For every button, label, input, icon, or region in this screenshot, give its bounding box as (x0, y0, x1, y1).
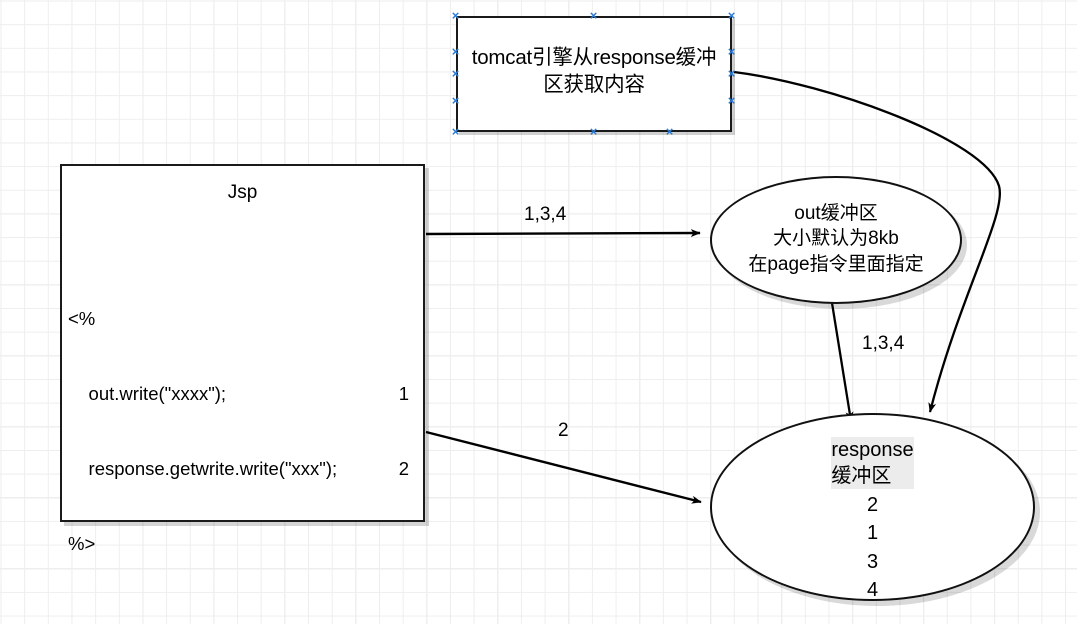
selection-handle-icon[interactable] (588, 10, 599, 21)
response-number: 3 (866, 550, 879, 573)
response-number: 2 (866, 494, 879, 516)
selection-handle-icon[interactable] (726, 46, 737, 57)
code-num: 2 (398, 458, 409, 479)
response-number: 1 (866, 522, 879, 545)
response-buffer-numbers: 2 1 3 4 (831, 491, 913, 605)
selection-handle-icon[interactable] (664, 126, 675, 137)
selection-handle-icon[interactable] (588, 126, 599, 137)
edge-label-jsp-to-out: 1,3,4 (524, 204, 567, 225)
code-line: response.getwrite.write("xxx"); 2 (68, 456, 415, 481)
code-text: <% (68, 308, 96, 329)
response-buffer-ellipse[interactable]: response 缓冲区 2 1 3 4 (710, 413, 1035, 601)
response-buffer-title: response 缓冲区 (831, 437, 914, 489)
out-buffer-line2: 大小默认为8kb (773, 228, 899, 250)
edge-label-out-to-response: 1,3,4 (862, 333, 905, 354)
jsp-box[interactable]: Jsp <% out.write("xxxx"); 1 response.get… (60, 164, 425, 554)
selection-handle-icon[interactable] (726, 10, 737, 21)
selection-handle-icon[interactable] (450, 126, 461, 137)
out-buffer-line1: out缓冲区 (794, 203, 878, 225)
out-buffer-ellipse[interactable]: out缓冲区 大小默认为8kb 在page指令里面指定 (710, 176, 962, 304)
out-buffer-line3: 在page指令里面指定 (748, 253, 924, 275)
response-buffer-title-line2: 缓冲区 (831, 465, 892, 487)
jsp-code-block: <% out.write("xxxx"); 1 response.getwrit… (68, 256, 415, 624)
edge-label-jsp-to-response: 2 (558, 420, 569, 441)
edge-jsp-to-out (425, 229, 701, 238)
tomcat-note-text: tomcat引擎从response缓冲 区获取内容 (470, 44, 719, 98)
code-text: out.write("xxxx"); (68, 383, 227, 404)
tomcat-note-line1: tomcat引擎从response缓冲 (471, 45, 717, 69)
code-line: %> (68, 531, 415, 556)
tomcat-note-line2: 区获取内容 (543, 73, 645, 96)
code-text: %> (68, 533, 96, 554)
code-text: response.getwrite.write("xxx"); (68, 458, 338, 479)
response-buffer-title-line1: response (831, 439, 914, 461)
selection-handle-icon[interactable] (450, 10, 461, 21)
jsp-box-title: Jsp (227, 182, 258, 203)
tomcat-note-box[interactable]: tomcat引擎从response缓冲 区获取内容 (456, 16, 732, 132)
selection-handle-icon[interactable] (450, 46, 461, 57)
response-number: 4 (866, 579, 879, 602)
selection-handle-icon[interactable] (726, 68, 737, 79)
code-spacer (68, 606, 415, 624)
response-buffer-content: response 缓冲区 2 1 3 4 (831, 437, 914, 605)
edge-out-to-response (830, 302, 854, 422)
out-buffer-text: out缓冲区 大小默认为8kb 在page指令里面指定 (748, 201, 923, 276)
selection-handle-icon[interactable] (450, 95, 461, 106)
code-line: out.write("xxxx"); 1 (68, 381, 415, 406)
selection-handle-icon[interactable] (450, 68, 461, 79)
code-num: 1 (398, 383, 409, 404)
edge-jsp-to-response (425, 430, 702, 504)
code-line: <% (68, 306, 415, 331)
selection-handle-icon[interactable] (726, 95, 737, 106)
